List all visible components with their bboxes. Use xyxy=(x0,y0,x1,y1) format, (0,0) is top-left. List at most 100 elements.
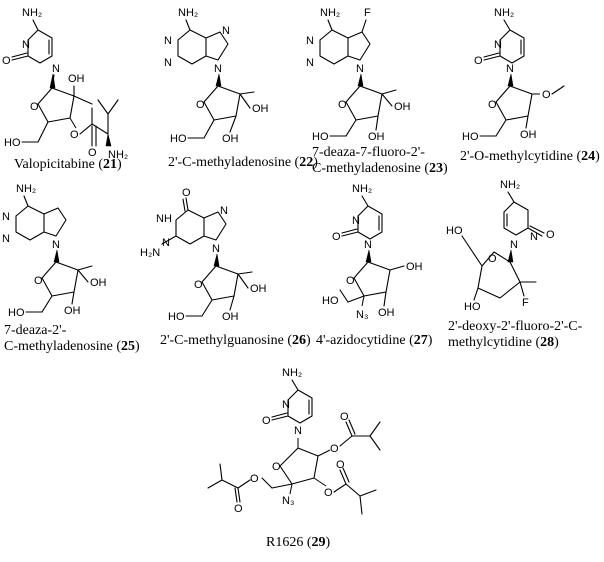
atom-label: F xyxy=(364,7,371,19)
atom-label: N xyxy=(52,63,60,75)
atom-label: N₃ xyxy=(282,495,294,507)
atom-label: NH₂ xyxy=(16,183,36,195)
atom-label: NH₂ xyxy=(500,179,520,191)
atom-label: O xyxy=(546,229,555,241)
atom-label: O xyxy=(324,487,333,499)
atom-label: OH xyxy=(64,305,81,317)
structure-28-deoxy-fluoro-methylcytidine: NH₂ N O N O HO F HO xyxy=(446,179,555,313)
atom-label: N xyxy=(214,63,222,75)
atom-label: HO xyxy=(8,307,25,319)
atom-label: O xyxy=(34,275,43,287)
atom-label: NH₂ xyxy=(108,149,128,161)
atom-label: F xyxy=(522,297,529,309)
atom-label: N xyxy=(222,25,230,37)
atom-label: O xyxy=(182,187,191,199)
structure-26-methylguanosine: O NH N N N H₂N O OH OH HO xyxy=(140,187,267,323)
atom-label: O xyxy=(474,55,483,67)
structure-23-deaza-fluoro-methyladenosine: NH₂ F N N N O OH OH HO xyxy=(306,7,411,143)
atom-label: NH xyxy=(156,213,172,225)
atom-label: N xyxy=(306,57,314,69)
caption-22: 2'-C-methyladenosine (22) xyxy=(168,155,318,170)
caption-28-line2: methylcytidine (28) xyxy=(448,335,559,350)
atom-label: N xyxy=(52,239,60,251)
atom-label: HO xyxy=(322,295,339,307)
atom-label: OH xyxy=(68,73,85,85)
atom-label: O xyxy=(542,89,551,101)
atom-label: N xyxy=(356,63,364,75)
atom-label: HO xyxy=(4,137,21,149)
atom-label: N xyxy=(352,215,360,227)
structure-22-methyladenosine: NH₂ N N N N O OH OH HO xyxy=(164,7,269,145)
atom-label: HO xyxy=(312,131,329,143)
atom-label: O xyxy=(488,253,497,265)
atom-label: HO xyxy=(446,225,463,237)
atom-label: OH xyxy=(368,131,385,143)
structure-29-r1626: NH₂ N O N O O O O O N₃ O xyxy=(207,367,381,515)
atom-label: O xyxy=(262,415,271,427)
atom-label: N xyxy=(282,399,290,411)
atom-label: NH₂ xyxy=(178,7,198,19)
atom-label: HO xyxy=(170,133,187,145)
atom-label: N xyxy=(22,39,30,51)
atom-label: N xyxy=(530,231,538,243)
atom-label: N xyxy=(494,39,502,51)
caption-24: 2'-O-methylcytidine (24) xyxy=(460,149,600,164)
atom-label: O xyxy=(340,411,349,423)
atom-label: N₃ xyxy=(356,309,368,321)
atom-label: O xyxy=(338,99,347,111)
caption-26: 2'-C-methylguanosine (26) xyxy=(160,333,311,348)
atom-label: OH xyxy=(520,129,537,141)
caption-25-line1: 7-deaza-2'- xyxy=(4,323,67,338)
atom-label: N xyxy=(364,239,372,251)
atom-label: HO xyxy=(464,301,481,313)
atom-label: OH xyxy=(250,283,267,295)
atom-label: O xyxy=(332,231,341,243)
atom-label: H₂N xyxy=(140,247,160,259)
atom-label: O xyxy=(234,503,243,515)
atom-label: N xyxy=(510,239,518,251)
atom-label: N xyxy=(506,63,514,75)
atom-label: OH xyxy=(378,307,395,319)
caption-25-line2: C-methyladenosine (25) xyxy=(4,339,140,354)
structure-25-deaza-methyladenosine: NH₂ N N N O OH OH HO xyxy=(2,183,107,319)
caption-23-line2: C-methyladenosine (23) xyxy=(312,161,448,176)
caption-28-line1: 2'-deoxy-2'-fluoro-2'-C- xyxy=(448,319,583,334)
atom-label: O xyxy=(250,473,259,485)
caption-21: Valopicitabine (21) xyxy=(14,157,122,172)
atom-label: NH₂ xyxy=(282,367,302,379)
atom-label: NH₂ xyxy=(494,7,514,19)
structure-24-o-methylcytidine: NH₂ N O N O O OH HO xyxy=(462,7,565,143)
caption-23-line1: 7-deaza-7-fluoro-2'- xyxy=(312,145,425,160)
caption-27: 4'-azidocytidine (27) xyxy=(316,333,433,348)
atom-label: N xyxy=(164,57,172,69)
caption-29: R1626 (29) xyxy=(266,535,331,550)
atom-label: OH xyxy=(222,311,239,323)
atom-label: N xyxy=(294,425,302,437)
atom-label: O xyxy=(30,101,39,113)
atom-label: HO xyxy=(168,311,185,323)
structure-27-azidocytidine: NH₂ N O N O OH OH N₃ HO xyxy=(322,183,423,321)
atom-label: O xyxy=(196,99,205,111)
atom-label: O xyxy=(330,443,339,455)
atom-label: O xyxy=(70,129,79,141)
atom-label: NH₂ xyxy=(352,183,372,195)
atom-label: O xyxy=(2,55,11,67)
structure-21-valopicitabine: NH₂ N O N O OH HO O O NH₂ xyxy=(2,7,128,161)
atom-label: NH₂ xyxy=(22,7,42,19)
atom-label: N xyxy=(306,35,314,47)
atom-label: N xyxy=(220,205,228,217)
atom-label: O xyxy=(336,459,345,471)
atom-label: OH xyxy=(252,103,269,115)
atom-label: O xyxy=(194,279,203,291)
atom-label: N xyxy=(2,233,10,245)
atom-label: HO xyxy=(462,131,479,143)
atom-label: OH xyxy=(406,261,423,273)
atom-label: NH₂ xyxy=(320,7,340,19)
atom-label: OH xyxy=(222,133,239,145)
atom-label: O xyxy=(488,99,497,111)
atom-label: N xyxy=(2,211,10,223)
atom-label: O xyxy=(88,147,97,159)
atom-label: OH xyxy=(90,277,107,289)
atom-label: N xyxy=(164,35,172,47)
